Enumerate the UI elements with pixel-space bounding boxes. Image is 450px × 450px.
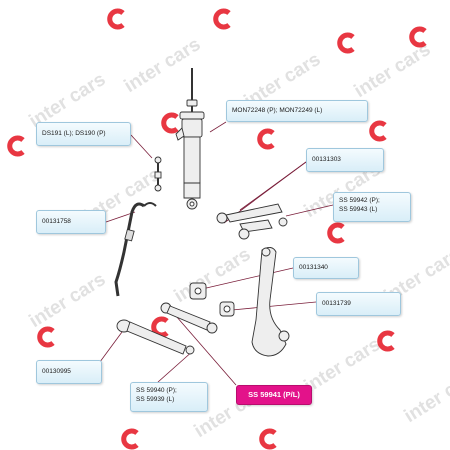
part-label-text: 00131758 [42,218,71,226]
part-label-00131758: 00131758 [36,210,106,234]
part-label-line: SS 59939 (L) [136,396,175,404]
lower-control-arm [160,302,218,334]
part-label-text: MON72248 (P); MON72249 (L) [232,107,323,115]
stabilizer-link [154,156,162,192]
part-label-text: SS 59941 (P/L) [248,389,300,399]
leader-lines [93,121,334,386]
part-label-line: SS 59942 (P); [339,197,380,204]
part-label-00131340: 00131340 [293,257,359,279]
part-label-00131739: 00131739 [316,292,401,316]
leader-ball-joint [285,204,334,217]
leader-link [130,134,153,159]
shock-absorber [175,68,205,210]
part-label-ss59942-ss59943: SS 59942 (P); SS 59943 (L) [333,192,411,222]
steering-knuckle [251,247,290,357]
leader-tension-rod [157,349,195,383]
stabilizer-bar [114,202,157,297]
leader-bushing [201,267,294,290]
part-label-text: 00130995 [42,368,71,376]
leader-arm-ss59941 [175,315,237,386]
part-label-ds191-ds190: DS191 (L); DS190 (P) [36,122,131,146]
bushing-00131340 [189,282,207,300]
leader-strut [209,121,227,133]
leader-mount [231,301,317,311]
part-label-line: SS 59943 (L) [339,206,378,214]
part-label-text: 00131340 [299,264,328,272]
part-label-ss59941-highlighted: SS 59941 (P/L) [236,385,312,405]
upper-control-arms [216,203,288,240]
part-label-mon72248: MON72248 (P); MON72249 (L) [226,100,368,122]
part-label-00131303: 00131303 [306,148,384,172]
part-label-00130995: 00130995 [36,360,102,384]
part-label-text: 00131739 [322,300,351,308]
part-label-line: SS 59940 (P); [136,387,177,394]
part-label-text: DS191 (L); DS190 (P) [42,130,106,138]
part-label-ss59940-ss59939: SS 59940 (P); SS 59939 (L) [130,382,208,412]
tension-rod [116,319,195,355]
mount-00131739 [219,301,235,317]
part-label-text: 00131303 [312,156,341,164]
